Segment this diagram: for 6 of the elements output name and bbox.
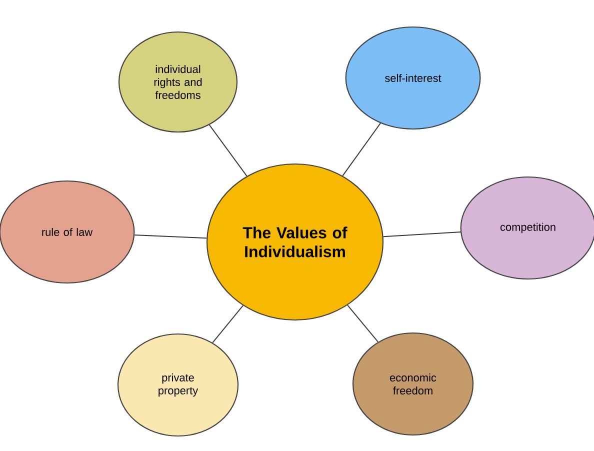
connector-line — [347, 304, 379, 342]
connector-line — [342, 122, 381, 176]
connector-line — [212, 305, 244, 344]
connector-line — [134, 234, 208, 239]
connector-line — [382, 232, 461, 238]
connector-line — [208, 124, 248, 177]
